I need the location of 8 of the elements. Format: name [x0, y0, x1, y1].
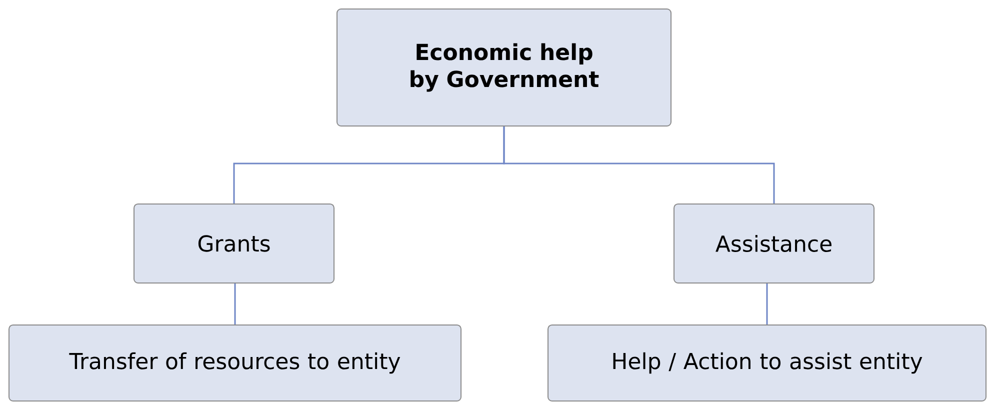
process-box: Assistance	[674, 204, 874, 284]
connector-line	[234, 284, 236, 324]
connector-line	[503, 126, 775, 204]
process-box: Help / Action to assist entity	[548, 324, 986, 402]
process-box: Transfer of resources to entity	[8, 324, 462, 402]
connector-line	[766, 284, 768, 324]
process-box: Grants	[134, 204, 334, 284]
process-box: Economic help by Government	[336, 8, 672, 126]
